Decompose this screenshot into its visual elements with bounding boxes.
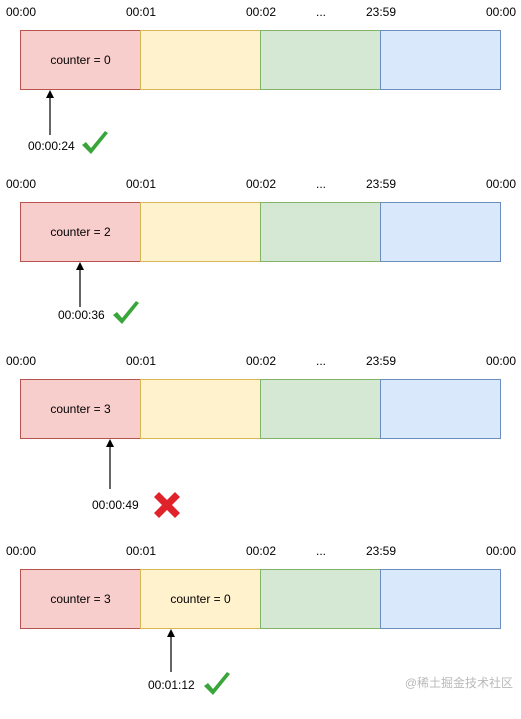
tick-label: ... bbox=[316, 544, 327, 558]
check-icon bbox=[113, 301, 139, 324]
tick-label: ... bbox=[316, 5, 327, 19]
segment-minute-1 bbox=[140, 202, 261, 262]
cross-icon bbox=[154, 492, 180, 518]
segment-minute-1 bbox=[140, 379, 261, 439]
segment-minute-0: counter = 0 bbox=[20, 30, 141, 90]
segment-minute-2 bbox=[260, 202, 381, 262]
segment-minute-0: counter = 3 bbox=[20, 569, 141, 629]
segment-minute-1: counter = 0 bbox=[140, 569, 261, 629]
tick-label: 00:00 bbox=[6, 177, 37, 191]
segment-last-minute bbox=[380, 202, 501, 262]
request-arrow bbox=[46, 90, 54, 135]
segment-minute-2 bbox=[260, 379, 381, 439]
check-icon bbox=[204, 672, 230, 695]
request-arrow bbox=[167, 629, 175, 672]
tick-label: 23:59 bbox=[366, 5, 397, 19]
timeline-panel-2: 00:00 00:01 00:02 ... 23:59 00:00 counte… bbox=[0, 177, 521, 352]
tick-label: 00:00 bbox=[6, 5, 37, 19]
segment-last-minute bbox=[380, 379, 501, 439]
tick-label: 00:00 bbox=[6, 544, 37, 558]
segment-minute-1 bbox=[140, 30, 261, 90]
tick-label: ... bbox=[316, 177, 327, 191]
timeline-panel-3: 00:00 00:01 00:02 ... 23:59 00:00 counte… bbox=[0, 354, 521, 529]
request-time: 00:00:49 bbox=[92, 498, 139, 512]
request-arrow bbox=[106, 439, 114, 489]
tick-label: 00:00 bbox=[486, 354, 517, 368]
segment-last-minute bbox=[380, 30, 501, 90]
request-arrow bbox=[76, 262, 84, 307]
segment-last-minute bbox=[380, 569, 501, 629]
tick-label: 00:00 bbox=[6, 354, 37, 368]
watermark: @稀土掘金技术社区 bbox=[404, 676, 513, 690]
request-time: 00:01:12 bbox=[148, 678, 195, 692]
tick-label: 00:02 bbox=[246, 5, 277, 19]
check-icon bbox=[82, 131, 108, 154]
timeline-panel-1: 00:00 00:01 00:02 ... 23:59 00:00 counte… bbox=[0, 5, 521, 180]
segment-minute-2 bbox=[260, 569, 381, 629]
counter-label: counter = 2 bbox=[50, 225, 111, 239]
tick-label: 00:01 bbox=[126, 177, 157, 191]
request-time: 00:00:36 bbox=[58, 308, 105, 322]
counter-label: counter = 3 bbox=[50, 402, 111, 416]
tick-label: 23:59 bbox=[366, 177, 397, 191]
request-time: 00:00:24 bbox=[28, 139, 75, 153]
tick-label: 00:00 bbox=[486, 5, 517, 19]
counter-label: counter = 0 bbox=[170, 592, 231, 606]
tick-label: 00:01 bbox=[126, 5, 157, 19]
timeline-panel-4: 00:00 00:01 00:02 ... 23:59 00:00 counte… bbox=[0, 544, 521, 719]
segment-minute-0: counter = 2 bbox=[20, 202, 141, 262]
tick-label: 00:02 bbox=[246, 177, 277, 191]
segment-minute-0: counter = 3 bbox=[20, 379, 141, 439]
tick-label: 00:02 bbox=[246, 354, 277, 368]
segment-minute-2 bbox=[260, 30, 381, 90]
counter-label: counter = 0 bbox=[50, 53, 111, 67]
counter-label: counter = 3 bbox=[50, 592, 111, 606]
tick-label: ... bbox=[316, 354, 327, 368]
tick-label: 00:01 bbox=[126, 354, 157, 368]
tick-label: 00:01 bbox=[126, 544, 157, 558]
tick-label: 23:59 bbox=[366, 544, 397, 558]
tick-label: 00:02 bbox=[246, 544, 277, 558]
tick-label: 00:00 bbox=[486, 544, 517, 558]
tick-label: 00:00 bbox=[486, 177, 517, 191]
tick-label: 23:59 bbox=[366, 354, 397, 368]
